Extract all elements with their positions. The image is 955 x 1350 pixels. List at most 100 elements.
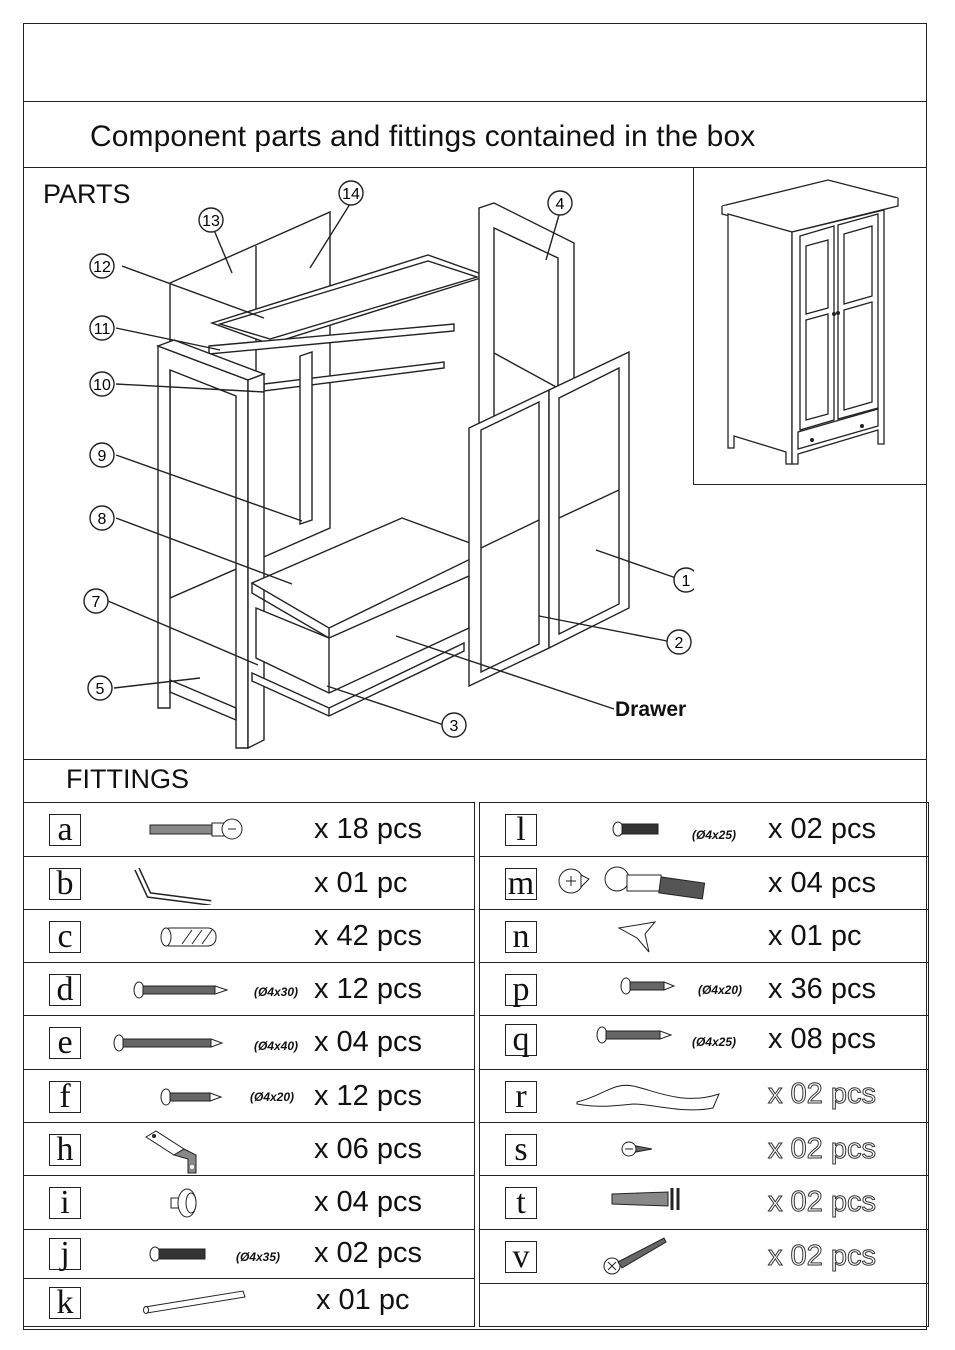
drawer-label: Drawer: [615, 698, 687, 721]
fitting-row-t: t x 02 pcs: [480, 1176, 928, 1230]
cam-lock-icon: [558, 866, 706, 900]
fitting-quantity: x 42 pcs: [314, 920, 422, 952]
fitting-row-f: f (Ø4x20) x 12 pcs: [24, 1070, 474, 1123]
knob-icon: [170, 1188, 197, 1218]
svg-text:11: 11: [94, 321, 111, 338]
cam-bolt-icon: [149, 818, 243, 840]
fitting-letter: k: [49, 1286, 81, 1320]
fitting-letter: i: [49, 1186, 81, 1220]
fitting-quantity: x 04 pcs: [314, 1026, 422, 1058]
machine-screw-icon: [612, 821, 659, 837]
fitting-letter: v: [505, 1240, 537, 1274]
fitting-letter: q: [505, 1023, 537, 1057]
fitting-dimension: (Ø4x40): [254, 1039, 299, 1053]
fitting-row-q: q (Ø4x25) x 08 pcs: [480, 1016, 928, 1070]
fitting-letter: s: [505, 1133, 537, 1167]
fitting-quantity: x 01 pc: [314, 867, 408, 899]
fitting-quantity: x 02 pcs: [768, 1186, 877, 1219]
fitting-letter: f: [49, 1080, 81, 1114]
allen-key-icon: [134, 867, 212, 905]
fitting-quantity: x 18 pcs: [314, 813, 422, 845]
callout-3: 3: [441, 712, 467, 738]
callout-14: 4: [547, 190, 573, 216]
fitting-quantity: x 04 pcs: [314, 1186, 422, 1218]
page-frame: [23, 23, 927, 1330]
callout-5: 7: [83, 588, 109, 614]
svg-text:13: 13: [202, 213, 220, 230]
callout-11: 12: [89, 253, 115, 279]
callout-4: 5: [87, 675, 113, 701]
callout-8: 9: [89, 442, 115, 468]
fitting-quantity: x 04 pcs: [768, 867, 876, 899]
svg-text:9: 9: [98, 448, 107, 465]
fitting-row-e: e (Ø4x40) x 04 pcs: [24, 1016, 474, 1070]
fitting-quantity: x 02 pcs: [768, 813, 876, 845]
svg-text:14: 14: [342, 186, 360, 203]
fitting-row-a: a x 18 pcs: [24, 803, 474, 857]
fitting-row-s: s x 02 pcs: [480, 1123, 928, 1176]
fitting-row-i: i x 04 pcs: [24, 1176, 474, 1230]
svg-text:10: 10: [93, 377, 111, 394]
svg-text:12: 12: [93, 259, 111, 276]
wall-plug-icon: [611, 1188, 680, 1210]
callout-9: 10: [89, 371, 115, 397]
fitting-dimension: (Ø4x20): [698, 983, 743, 997]
fitting-letter: c: [49, 920, 81, 954]
assembled-wardrobe-panel: [693, 168, 927, 485]
fittings-table-left: a x 18 pcs b x 01 pc c x 42 pcs d (Ø4x30…: [23, 802, 475, 1327]
fitting-letter: e: [49, 1026, 81, 1060]
fitting-row-p: p (Ø4x20) x 36 pcs: [480, 963, 928, 1016]
fitting-letter: j: [49, 1237, 81, 1271]
fitting-quantity: x 06 pcs: [314, 1133, 422, 1165]
wooden-dowel-icon: [160, 927, 217, 947]
fitting-row-v: v x 02 pcs: [480, 1230, 928, 1284]
svg-text:8: 8: [98, 511, 107, 528]
small-screw-icon: [621, 1141, 653, 1157]
fitting-dimension: (Ø4x35): [236, 1250, 281, 1264]
divider: [23, 167, 927, 168]
fitting-letter: r: [505, 1080, 537, 1114]
fittings-heading: FITTINGS: [66, 764, 189, 794]
exploded-parts-diagram: 12 11 10 9 8 7 5 3 1 2 13 14 4: [83, 180, 694, 750]
short-screw-icon: [160, 1088, 223, 1106]
fitting-row-c: c x 42 pcs: [24, 910, 474, 963]
fitting-row-h: h x 06 pcs: [24, 1123, 474, 1176]
wall-screw-icon: [603, 1237, 667, 1275]
divider: [23, 101, 927, 102]
fitting-letter: h: [49, 1133, 81, 1167]
fitting-letter: d: [49, 973, 81, 1007]
fitting-quantity: x 01 pc: [768, 920, 862, 952]
fitting-quantity: x 02 pcs: [768, 1240, 877, 1273]
callout-1: 1: [673, 567, 694, 593]
fitting-row-r: r x 02 pcs: [480, 1070, 928, 1123]
screw-icon: [596, 1026, 673, 1044]
fitting-letter: t: [505, 1186, 537, 1220]
callout-7: 8: [89, 505, 115, 531]
callout-10: 11: [89, 315, 115, 341]
callout-13: 14: [338, 180, 364, 206]
fitting-quantity: x 12 pcs: [314, 1080, 422, 1112]
svg-text:1: 1: [682, 573, 691, 590]
fitting-letter: a: [49, 813, 81, 847]
anti-tip-strap-icon: [576, 1084, 720, 1111]
short-screw-icon: [620, 977, 676, 995]
callout-12: 13: [198, 207, 224, 233]
fitting-quantity: x 02 pcs: [768, 1133, 877, 1166]
fitting-row-j: j (Ø4x35) x 02 pcs: [24, 1230, 474, 1279]
fitting-dimension: (Ø4x25): [692, 828, 737, 842]
door-stopper-icon: [617, 921, 657, 953]
fitting-letter: m: [505, 867, 537, 901]
fitting-dimension: (Ø4x20): [250, 1090, 295, 1104]
fitting-letter: p: [505, 973, 537, 1007]
machine-screw-icon: [149, 1246, 206, 1262]
callout-markers: 12 11 10 9 8 7 5 3 1 2 13 14 4: [83, 180, 694, 738]
fitting-row-m: m x 04 pcs: [480, 857, 928, 910]
wardrobe-illustration: [721, 179, 899, 465]
fitting-row-l: l (Ø4x25) x 02 pcs: [480, 803, 928, 857]
page-title: Component parts and fittings contained i…: [90, 120, 756, 153]
divider: [23, 759, 927, 760]
parts-heading: PARTS: [43, 179, 131, 209]
svg-text:5: 5: [96, 681, 105, 698]
fitting-letter: l: [505, 813, 537, 847]
fitting-quantity: x 02 pcs: [314, 1237, 422, 1269]
